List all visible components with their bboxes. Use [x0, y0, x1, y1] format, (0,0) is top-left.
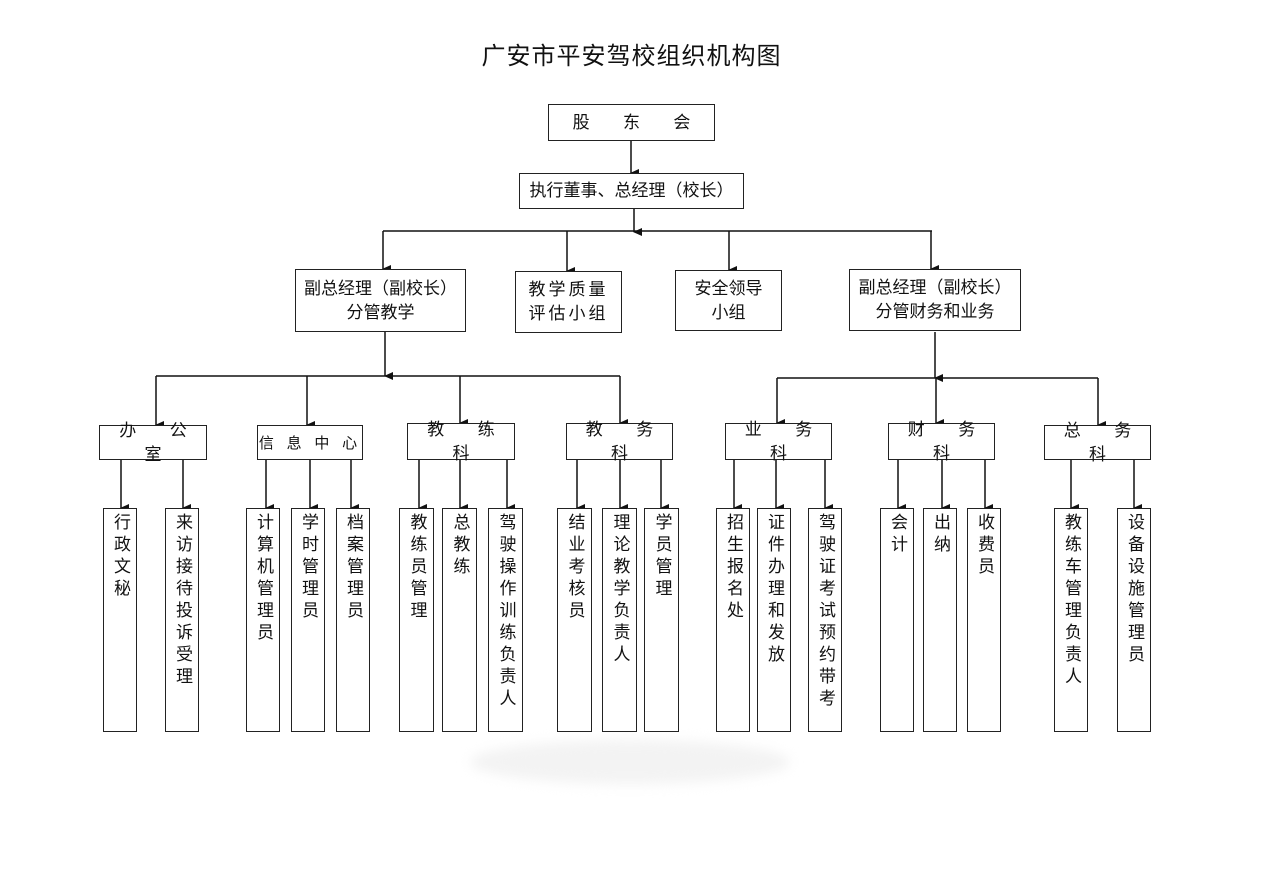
vp-teaching-line2: 分管教学 [346, 302, 415, 323]
scan-smudge [470, 740, 790, 784]
vp-finance-box: 副总经理（副校长） 分管财务和业务 [849, 269, 1021, 331]
role-label: 教练车管理负责人 [1061, 513, 1081, 689]
safety-group-box: 安全领导 小组 [675, 270, 782, 331]
role-box: 计算机管理员 [246, 508, 280, 732]
safety-group-line1: 安全领导 [694, 278, 763, 299]
role-box: 学员管理 [644, 508, 679, 732]
dept-coach: 教 练 科 [407, 420, 515, 464]
role-label: 设备设施管理员 [1124, 513, 1144, 667]
role-label: 学员管理 [651, 513, 672, 601]
role-label: 证件办理和发放 [764, 513, 784, 667]
role-label: 出纳 [930, 513, 950, 557]
role-box: 学时管理员 [291, 508, 325, 732]
role-box: 教练员管理 [399, 508, 434, 732]
role-label: 招生报名处 [723, 513, 743, 623]
role-box: 设备设施管理员 [1117, 508, 1151, 732]
role-box: 总教练 [442, 508, 477, 732]
chart-title: 广安市平安驾校组织机构图 [481, 42, 782, 70]
role-label: 教练员管理 [406, 513, 427, 623]
role-box: 结业考核员 [557, 508, 592, 732]
vp-finance-line1: 副总经理（副校长） [858, 278, 1012, 298]
dept-general: 总 务 科 [1044, 421, 1151, 465]
ceo-box: 执行董事、总经理（校长） [519, 173, 744, 209]
dept-finance: 财 务 科 [888, 420, 995, 464]
dept-business: 业 务 科 [725, 420, 832, 464]
vp-finance-line2: 分管财务和业务 [875, 302, 995, 322]
role-label: 计算机管理员 [253, 513, 273, 645]
role-box: 来访接待投诉受理 [165, 508, 199, 732]
role-label: 行政文秘 [110, 513, 130, 601]
role-label: 来访接待投诉受理 [172, 513, 192, 689]
role-label: 档案管理员 [343, 513, 363, 623]
quality-group-box: 教学质量 评估小组 [515, 271, 622, 333]
quality-group-line2: 评估小组 [528, 304, 609, 324]
role-label: 驾驶证考试预约带考 [815, 513, 835, 711]
role-box: 行政文秘 [103, 508, 137, 732]
role-box: 招生报名处 [716, 508, 750, 732]
role-box: 证件办理和发放 [757, 508, 791, 732]
role-box: 会计 [880, 508, 914, 732]
role-box: 出纳 [923, 508, 957, 732]
role-label: 会计 [887, 513, 907, 557]
quality-group-line1: 教学质量 [528, 280, 609, 300]
role-label: 收费员 [974, 513, 994, 579]
role-label: 总教练 [449, 513, 470, 579]
role-label: 结业考核员 [564, 513, 585, 623]
dept-info-center: 信 息 中 心 [257, 425, 363, 460]
dept-academic: 教 务 科 [566, 420, 673, 464]
role-label: 理论教学负责人 [609, 513, 630, 667]
role-label: 驾驶操作训练负责人 [495, 513, 516, 711]
role-box: 档案管理员 [336, 508, 370, 732]
role-box: 驾驶操作训练负责人 [488, 508, 523, 732]
safety-group-line2: 小组 [711, 302, 746, 323]
vp-teaching-line1: 副总经理（副校长） [304, 278, 457, 299]
role-box: 驾驶证考试预约带考 [808, 508, 842, 732]
dept-office: 办 公 室 [99, 421, 207, 465]
shareholders-box: 股 东 会 [548, 104, 715, 141]
role-label: 学时管理员 [298, 513, 318, 623]
role-box: 理论教学负责人 [602, 508, 637, 732]
role-box: 教练车管理负责人 [1054, 508, 1088, 732]
role-box: 收费员 [967, 508, 1001, 732]
vp-teaching-box: 副总经理（副校长） 分管教学 [295, 269, 466, 332]
